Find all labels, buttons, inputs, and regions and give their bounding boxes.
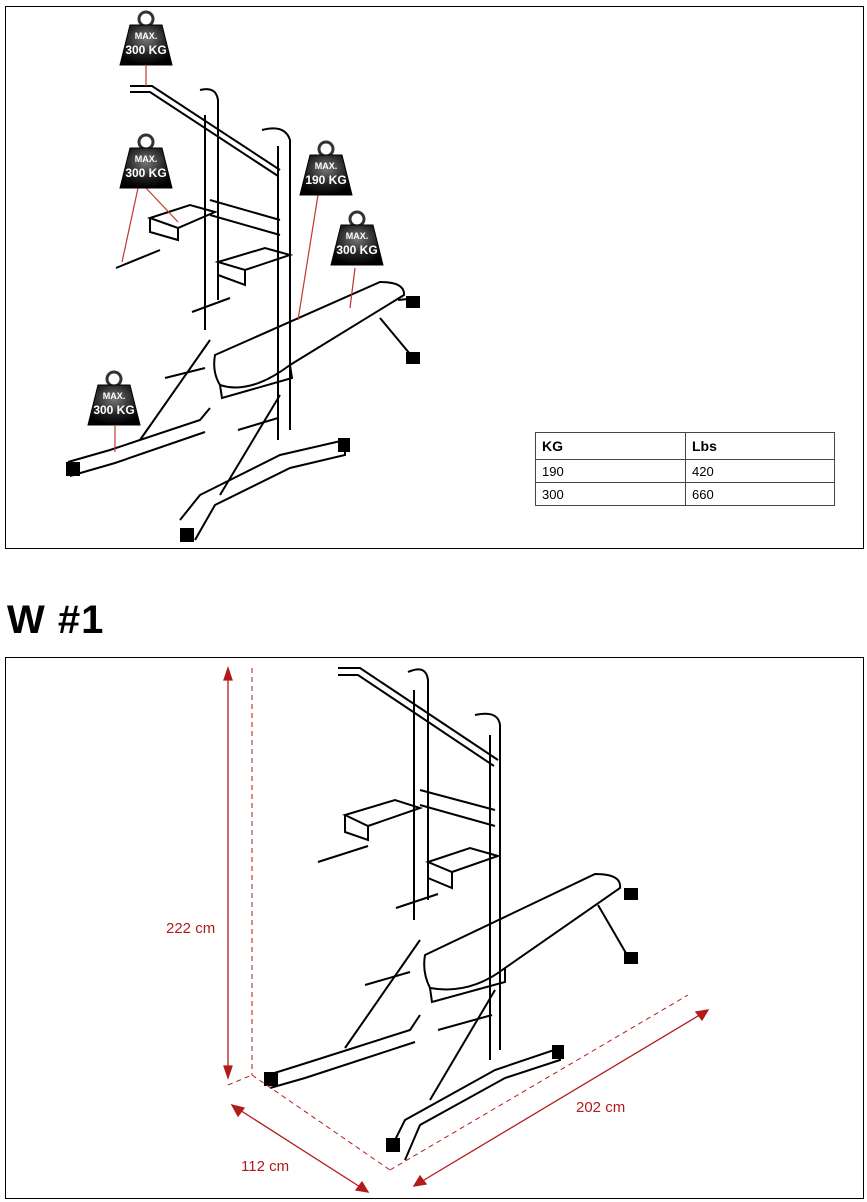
- weight-max-label: MAX.: [346, 231, 369, 241]
- dimension-width-label: 112 cm: [241, 1158, 289, 1175]
- dimension-height-label: 222 cm: [166, 920, 215, 937]
- weight-value: 300 KG: [125, 166, 166, 180]
- weight-value: 190 KG: [305, 173, 346, 187]
- table-cell: 660: [685, 482, 835, 506]
- equipment-lineart-bottom: [267, 667, 631, 1161]
- table-header-row: KG Lbs: [535, 432, 835, 460]
- dimension-length-label: 202 cm: [576, 1099, 625, 1116]
- equipment-lineart-top: [67, 85, 419, 541]
- table-cell: 420: [685, 459, 835, 483]
- weight-conversion-table: KG Lbs 190 420 300 660: [535, 432, 835, 506]
- weight-max-label: MAX.: [135, 154, 158, 164]
- dimension-lines: [223, 665, 710, 1193]
- table-header-lbs: Lbs: [685, 432, 835, 460]
- weight-max-label: MAX.: [103, 391, 126, 401]
- weight-max-label: MAX.: [135, 31, 158, 41]
- section-title: W #1: [7, 598, 105, 642]
- table-row: 300 660: [535, 482, 835, 506]
- table-cell: 190: [535, 459, 686, 483]
- weight-value: 300 KG: [93, 403, 134, 417]
- weight-value: 300 KG: [125, 43, 166, 57]
- table-header-kg: KG: [535, 432, 686, 460]
- table-row: 190 420: [535, 459, 835, 483]
- weight-max-label: MAX.: [315, 161, 338, 171]
- table-cell: 300: [535, 482, 686, 506]
- weight-value: 300 KG: [336, 243, 377, 257]
